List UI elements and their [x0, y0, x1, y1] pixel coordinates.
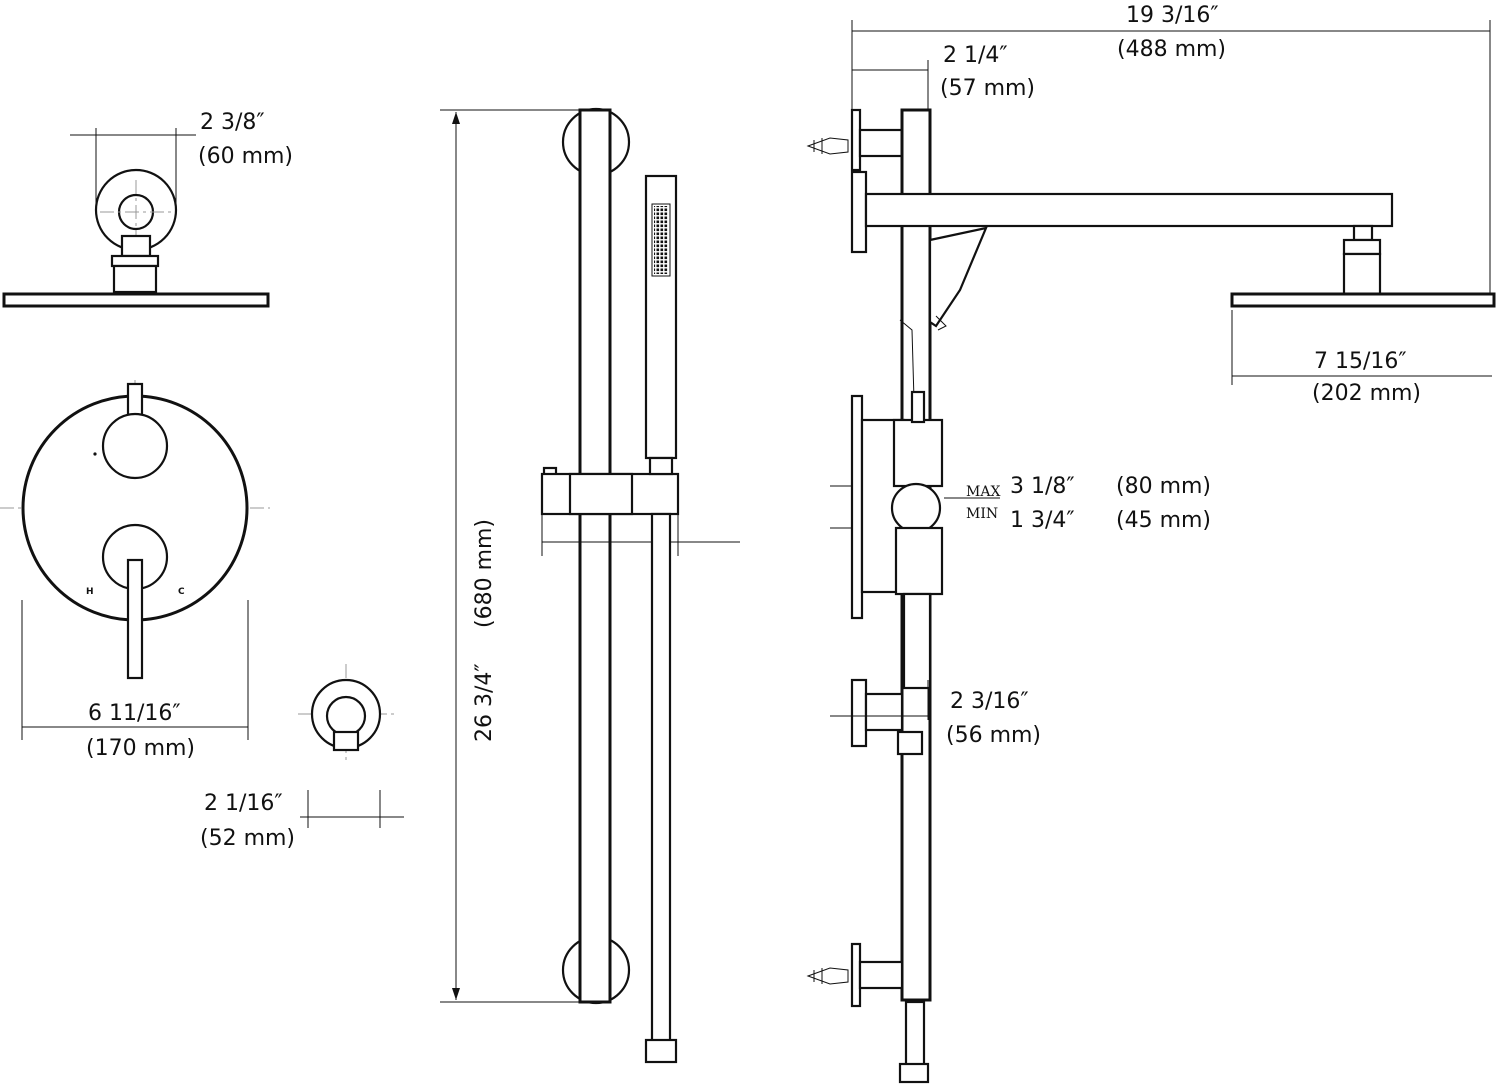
depth-min-mm: (45 mm) — [1116, 508, 1211, 533]
arm-offset-inch: 2 1/4″ — [943, 43, 1008, 68]
head-diameter-inch: 7 15/16″ — [1314, 349, 1407, 374]
bottom-wall-anchor — [806, 967, 849, 985]
handshower-spray-holes — [654, 206, 668, 274]
head-diameter-mm: (202 mm) — [1312, 381, 1421, 406]
elbow-depth-mm: (56 mm) — [946, 723, 1041, 748]
outlet-elbow-front-view: 2 1/16″ (52 mm) — [200, 664, 404, 851]
valve-trim-inch: 6 11/16″ — [88, 701, 181, 726]
depth-max-label: MAX — [966, 484, 1000, 500]
valve-trim-front-view: H C 6 11/16″ (170 mm) — [0, 380, 270, 761]
elbow-depth-inch: 2 3/16″ — [950, 689, 1029, 714]
head-flange-mm: (60 mm) — [198, 144, 293, 169]
cold-marking: C — [178, 587, 185, 597]
depth-min-inch: 1 3/4″ — [1010, 508, 1075, 533]
overall-width-mm: (488 mm) — [1117, 37, 1226, 62]
shower-head-top-view: 2 3/8″ (60 mm) — [2, 110, 293, 308]
side-view: 19 3/16″ (488 mm) 2 1/4″ (57 mm) 7 15/16 — [806, 3, 1496, 1084]
slide-bar-front-view: 26 3/4″ (680 mm) — [440, 107, 740, 1064]
depth-max-inch: 3 1/8″ — [1010, 474, 1075, 499]
overall-width-inch: 19 3/16″ — [1126, 3, 1219, 28]
head-flange-inch: 2 3/8″ — [200, 110, 265, 135]
top-wall-anchor — [806, 137, 849, 155]
depth-max-mm: (80 mm) — [1116, 474, 1211, 499]
valve-trim-mm: (170 mm) — [86, 736, 195, 761]
bar-length-inch: 26 3/4″ — [472, 663, 497, 742]
bar-length-mm: (680 mm) — [472, 519, 497, 628]
outlet-elbow-mm: (52 mm) — [200, 826, 295, 851]
hot-marking: H — [86, 587, 94, 597]
depth-min-label: MIN — [966, 506, 998, 522]
outlet-elbow-inch: 2 1/16″ — [204, 791, 283, 816]
arm-offset-mm: (57 mm) — [940, 76, 1035, 101]
